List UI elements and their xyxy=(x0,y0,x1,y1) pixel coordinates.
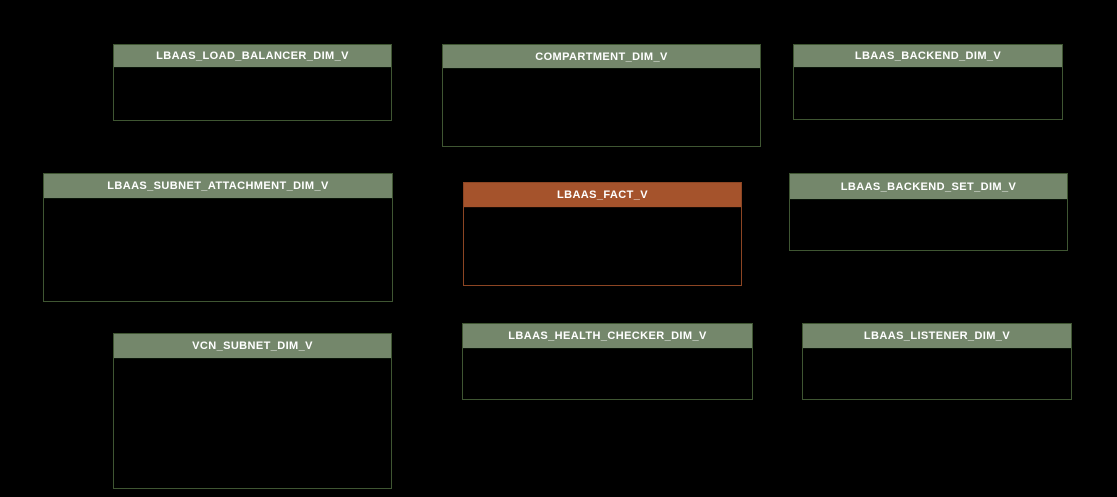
entity-compartment-dim-v[interactable]: COMPARTMENT_DIM_V xyxy=(442,44,761,147)
entity-lbaas-backend-dim-v[interactable]: LBAAS_BACKEND_DIM_V xyxy=(793,44,1063,120)
entity-title[interactable]: LBAAS_LISTENER_DIM_V xyxy=(803,324,1071,349)
entity-body xyxy=(794,68,1062,119)
entity-body xyxy=(803,349,1071,399)
entity-title[interactable]: LBAAS_BACKEND_DIM_V xyxy=(794,45,1062,68)
entity-lbaas-backend-set-dim-v[interactable]: LBAAS_BACKEND_SET_DIM_V xyxy=(789,173,1068,251)
entity-title[interactable]: LBAAS_BACKEND_SET_DIM_V xyxy=(790,174,1067,200)
entity-lbaas-fact-v[interactable]: LBAAS_FACT_V xyxy=(463,182,742,286)
entity-vcn-subnet-dim-v[interactable]: VCN_SUBNET_DIM_V xyxy=(113,333,392,489)
entity-title[interactable]: VCN_SUBNET_DIM_V xyxy=(114,334,391,359)
entity-body xyxy=(464,208,741,285)
entity-title[interactable]: LBAAS_FACT_V xyxy=(464,183,741,208)
entity-title[interactable]: LBAAS_HEALTH_CHECKER_DIM_V xyxy=(463,324,752,349)
entity-body xyxy=(44,199,392,301)
entity-lbaas-listener-dim-v[interactable]: LBAAS_LISTENER_DIM_V xyxy=(802,323,1072,400)
entity-lbaas-subnet-attachment-dim-v[interactable]: LBAAS_SUBNET_ATTACHMENT_DIM_V xyxy=(43,173,393,302)
entity-title[interactable]: COMPARTMENT_DIM_V xyxy=(443,45,760,69)
entity-lbaas-load-balancer-dim-v[interactable]: LBAAS_LOAD_BALANCER_DIM_V xyxy=(113,44,392,121)
entity-title[interactable]: LBAAS_LOAD_BALANCER_DIM_V xyxy=(114,45,391,68)
entity-lbaas-health-checker-dim-v[interactable]: LBAAS_HEALTH_CHECKER_DIM_V xyxy=(462,323,753,400)
entity-body xyxy=(463,349,752,399)
entity-body xyxy=(790,200,1067,250)
entity-body xyxy=(114,359,391,488)
entity-title[interactable]: LBAAS_SUBNET_ATTACHMENT_DIM_V xyxy=(44,174,392,199)
entity-body xyxy=(443,69,760,146)
entity-body xyxy=(114,68,391,120)
